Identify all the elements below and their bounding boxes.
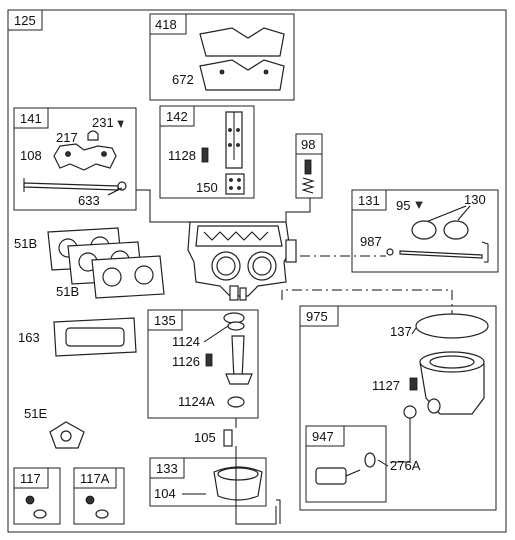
- label-987: 987: [360, 234, 382, 249]
- group-975-tab: 975: [306, 309, 328, 324]
- o-ring-137: [415, 313, 489, 339]
- label-1127: 1127: [372, 378, 400, 393]
- group-947-tab: 947: [312, 429, 334, 444]
- spring-98: [301, 177, 315, 194]
- line-carb-to-975: [281, 289, 453, 314]
- outer-frame: [7, 9, 507, 533]
- group-131: 131 95 130 987: [351, 189, 499, 273]
- main-label: 125: [14, 13, 36, 28]
- line-141-to-carb: [136, 189, 190, 223]
- label-1124a: 1124A: [178, 394, 215, 409]
- label-104: 104: [154, 486, 176, 501]
- line-98-to-carb: [285, 198, 311, 222]
- group-141-tab: 141: [20, 111, 42, 126]
- label-137: 137: [390, 324, 412, 339]
- label-633: 633: [78, 193, 100, 208]
- group-142: 142 1128 150: [159, 105, 255, 199]
- needle-105: [223, 429, 233, 447]
- line-947-to-bowl: [390, 418, 411, 463]
- label-163: 163: [18, 330, 40, 345]
- group-418: 418 672: [149, 13, 295, 101]
- group-133: 133 104: [149, 457, 267, 507]
- shaft-633: [23, 182, 119, 191]
- solenoid-947: [315, 467, 347, 485]
- carburetor-body: [187, 221, 297, 301]
- plate-150: [225, 173, 245, 195]
- group-133-tab: 133: [156, 461, 178, 476]
- group-418-tab: 418: [155, 17, 177, 32]
- label-672: 672: [172, 72, 194, 87]
- label-51b-top: 51B: [14, 236, 37, 251]
- group-142-tab: 142: [166, 109, 188, 124]
- group-98-tab: 98: [301, 137, 315, 152]
- group-975: 975 137 1127 276A: [299, 305, 497, 511]
- label-1124: 1124: [172, 334, 200, 349]
- bushing-217: [87, 130, 99, 141]
- group-117-tab: 117: [20, 471, 41, 486]
- bracket-108: [53, 143, 117, 171]
- group-117a-tab: 117A: [80, 471, 110, 486]
- air-filter-pad: [199, 27, 285, 57]
- group-135: 135 1124 1126 1124A: [147, 309, 259, 419]
- group-141: 141 231 217 108 633: [13, 107, 137, 211]
- label-150: 150: [196, 180, 218, 195]
- group-98: 98: [295, 133, 323, 199]
- screw-98: [304, 159, 312, 175]
- gasket-51e: 51E: [24, 406, 85, 449]
- group-947: 947: [305, 425, 387, 503]
- screw-231: [117, 120, 124, 129]
- throttle-plate-left: [411, 220, 437, 240]
- screw-1128: [201, 147, 209, 163]
- line-jet-to-bowl: [235, 446, 277, 525]
- label-105: 105: [194, 430, 216, 445]
- air-filter-cover-plate: [199, 59, 285, 91]
- label-231: 231: [92, 115, 114, 130]
- label-1128: 1128: [168, 148, 196, 163]
- label-276a: 276A: [390, 458, 421, 473]
- label-51b-bottom: 51B: [56, 284, 79, 299]
- label-95: 95: [396, 198, 410, 213]
- label-108: 108: [20, 148, 42, 163]
- group-135-tab: 135: [154, 313, 176, 328]
- label-1126: 1126: [172, 354, 200, 369]
- label-217: 217: [56, 130, 78, 145]
- label-130: 130: [464, 192, 486, 207]
- label-51e: 51E: [24, 406, 47, 421]
- main-tab: [7, 9, 43, 31]
- throttle-shaft: [399, 250, 483, 259]
- group-117: 117: [13, 467, 61, 525]
- gaskets-51b: 51B 51B: [14, 227, 165, 299]
- group-131-tab: 131: [358, 193, 380, 208]
- gasket-163: 163: [18, 317, 137, 357]
- throttle-plate-right: [443, 220, 469, 240]
- group-117a: 117A: [73, 467, 125, 525]
